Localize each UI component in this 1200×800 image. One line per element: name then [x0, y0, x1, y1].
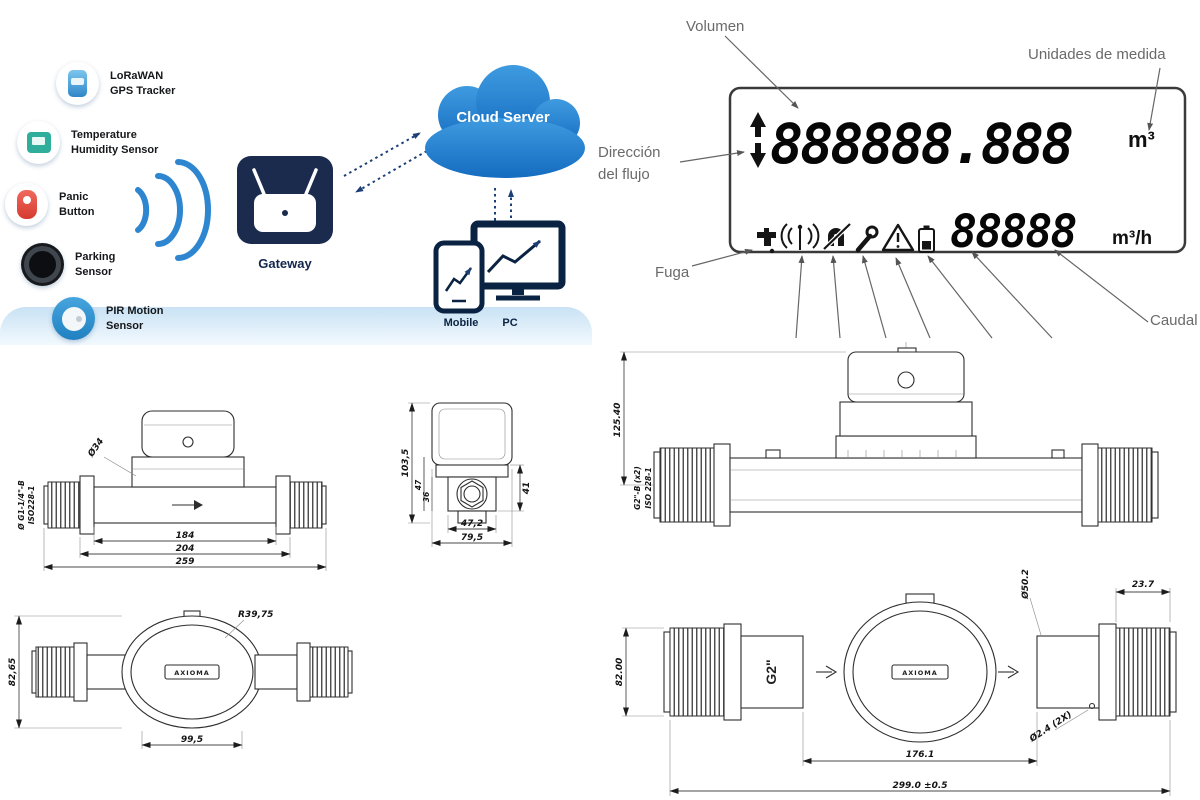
sensor-label: PIR Motion Sensor	[106, 304, 163, 333]
mobile-label: Mobile	[443, 317, 479, 329]
dim-dia34: Ø34	[85, 436, 106, 460]
dim-47: 47	[414, 479, 423, 490]
pc-icon	[470, 220, 566, 301]
thread-spec-g2: G2"-B (x2)	[633, 466, 642, 510]
dim-299-0: 299.0 ±0.5	[892, 781, 947, 791]
dim-103-5: 103,5	[401, 449, 411, 477]
sensor-label-line: Panic	[59, 191, 89, 204]
dim-204: 204	[176, 544, 195, 554]
sensor-label-line: Parking	[75, 251, 116, 264]
pc-label: PC	[502, 317, 518, 329]
large-meter-side-view: 125.40 G2"-B (x2) ISO 228-1	[613, 342, 1159, 527]
sensor-label: Temperature Humidity Sensor	[71, 128, 158, 157]
brand-label: AXIOMA	[902, 669, 938, 677]
sensor-label-line: LoRaWAN	[110, 70, 164, 83]
dim-41: 41	[522, 482, 532, 496]
dim-259: 259	[176, 557, 195, 567]
label-direccion: Dirección del flujo	[598, 142, 661, 186]
radio-signal-icon	[780, 223, 820, 250]
label-fuga: Fuga	[655, 264, 690, 281]
sensor-label-line: PIR Motion	[106, 305, 164, 318]
dim-125-40: 125.40	[613, 403, 623, 438]
section-band	[0, 307, 592, 345]
lcd-volume-unit: m³	[1128, 127, 1155, 152]
dim-82-65: 82,65	[8, 658, 18, 686]
meter-top-view: AXIOMA R39,75 99,5 82,65	[8, 610, 353, 749]
sensor-label: LoRaWAN GPS Tracker	[110, 69, 175, 98]
label-volumen: Volumen	[686, 18, 745, 35]
port-size-label: G2"	[763, 659, 779, 684]
callout-arrows	[679, 35, 1161, 339]
lcd-flow-unit: m³/h	[1112, 228, 1153, 249]
sensor-label-line: Temperature	[71, 129, 137, 142]
thread-spec-line2: ISO228-1	[27, 486, 36, 525]
gps-tracker-icon	[56, 62, 99, 105]
sensor-item-temp-humidity: Temperature Humidity Sensor	[17, 121, 158, 164]
lcd-volume-digits: 888888.888	[770, 112, 1074, 176]
flow-direction-icon	[750, 112, 766, 168]
sensor-item-gps-tracker: LoRaWAN GPS Tracker	[56, 62, 175, 105]
gateway-label: Gateway	[258, 256, 312, 271]
pir-motion-icon	[52, 297, 95, 340]
sensor-label-line: Sensor	[75, 265, 113, 278]
sensor-label-line: GPS Tracker	[110, 84, 176, 97]
lcd-frame	[728, 86, 1187, 254]
meter-side-view: Ø34 Ø G1-1/4"-B ISO228-1 184 204 259	[17, 410, 327, 571]
label-direccion-line: del flujo	[598, 165, 650, 183]
dim-176-1: 176.1	[906, 750, 934, 760]
sensor-item-parking: Parking Sensor	[21, 243, 115, 286]
dim-r39-75: R39,75	[238, 610, 273, 620]
mobile-icon	[433, 240, 485, 314]
meter-end-view: 103,5 47 36 41 47,2 79,5	[401, 402, 532, 547]
no-magnet-icon	[822, 222, 852, 251]
gateway-icon	[237, 156, 333, 244]
brand-label: AXIOMA	[174, 669, 210, 677]
signal-waves-icon	[135, 159, 211, 261]
thread-spec-iso: ISO 228-1	[644, 467, 653, 508]
lcd-flow-digits: 88888	[950, 205, 1077, 258]
parking-sensor-icon	[21, 243, 64, 286]
lcd-display-diagram	[679, 35, 1187, 339]
sensor-label: Parking Sensor	[75, 250, 115, 279]
warning-icon	[881, 223, 915, 252]
sensor-label: Panic Button	[59, 190, 94, 219]
sensor-item-panic-button: Panic Button	[5, 183, 94, 226]
dim-82-00: 82.00	[615, 658, 625, 686]
dim-hole-2-4: Ø2.4 (2X)	[1027, 709, 1074, 745]
dim-99-5: 99,5	[181, 735, 203, 745]
small-meter-drawing: Ø34 Ø G1-1/4"-B ISO228-1 184 204 259	[8, 402, 532, 749]
thread-spec-line1: Ø G1-1/4"-B	[17, 480, 26, 531]
battery-icon	[918, 225, 935, 253]
sensor-label-line: Sensor	[106, 319, 144, 332]
label-caudal: Caudal	[1150, 312, 1198, 329]
sensor-label-line: Humidity Sensor	[71, 143, 159, 156]
temperature-humidity-icon	[17, 121, 60, 164]
label-unidades: Unidades de medida	[1028, 46, 1166, 63]
dim-184: 184	[176, 531, 195, 541]
label-direccion-line: Dirección	[598, 144, 661, 161]
dim-23-7: 23.7	[1132, 580, 1155, 590]
large-meter-top-view: G2" AXIOMA 82.00 Ø50.2 23.7 Ø2.4 (2X)	[615, 569, 1177, 796]
cloud-server-icon: Cloud Server	[425, 65, 585, 178]
dim-dia50-2: Ø50.2	[1020, 569, 1031, 600]
iot-network-diagram: Cloud Server	[135, 65, 585, 314]
dim-36: 36	[422, 492, 431, 502]
sensor-item-pir-motion: PIR Motion Sensor	[52, 297, 163, 340]
panic-button-icon	[5, 183, 48, 226]
large-meter-drawing: 125.40 G2"-B (x2) ISO 228-1 G2" AXIOMA	[613, 342, 1177, 796]
service-icon	[855, 225, 879, 253]
dim-79-5: 79,5	[461, 533, 483, 543]
cloud-server-label: Cloud Server	[456, 109, 550, 126]
leak-icon	[757, 228, 776, 254]
dim-47-2: 47,2	[460, 519, 483, 529]
sensor-label-line: Button	[59, 205, 95, 218]
